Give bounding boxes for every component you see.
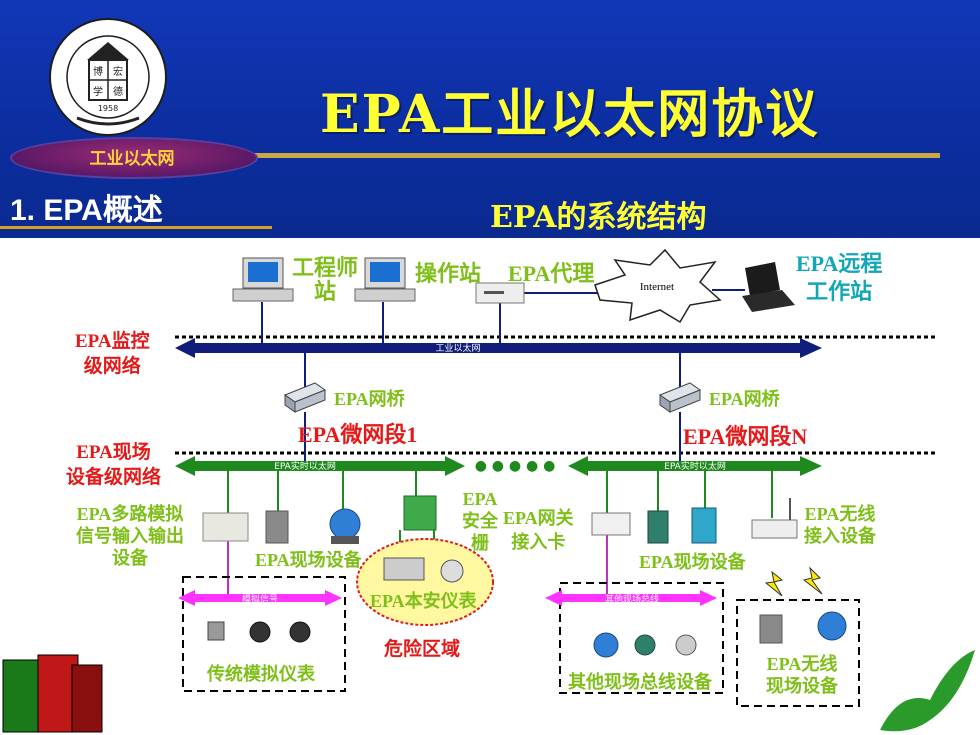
traditional-instruments-box [182,576,346,692]
safety-barrier-device [403,495,437,531]
field-device-right-2 [691,507,717,544]
fieldbus-arrow [545,590,717,606]
danger-zone-label: 危险区域 [384,639,461,660]
engineer-station-label: 工程师 站 [292,255,359,304]
field-level-label: EPA现场 设备级网络 [66,442,162,488]
wireless-access-label: EPA无线 接入设备 [804,504,876,546]
wireless-signal-icon-2 [802,566,823,595]
logo-year: 1958 [98,104,118,113]
gateway-card-device [591,512,631,536]
section-underline [0,226,272,229]
rt-ethernet-label-1: EPA实时以太网 [274,460,336,472]
bridge-left-label: EPA网桥 [334,389,405,409]
traditional-instruments-label: 传统模拟仪表 [207,664,315,684]
remote-station-label: EPA远程 工作站 [796,251,883,304]
internet-cloud [594,248,722,324]
segment-1-label: EPA微网段1 [298,422,418,447]
field-device-left-label: EPA现场设备 [255,550,362,570]
bridge-left-device [283,382,327,413]
operator-station-pc [354,257,416,302]
badge-label: 工业以太网 [89,149,175,169]
logo-char-4: 德 [113,85,123,98]
intrinsic-instrument-2 [440,559,464,583]
logo-char-3: 学 [93,85,103,98]
logo-char-2: 宏 [113,65,123,78]
safety-barrier-label: EPA 安全 栅 [462,489,498,553]
field-device-left-1 [265,510,289,544]
remote-laptop [742,262,795,312]
other-fieldbus-devices-label: 其他现场总线设备 [568,672,712,692]
rt-ethernet-arrow-1 [175,456,465,476]
wireless-access-device [751,498,798,539]
wireless-instrument-1 [759,614,783,644]
badge-oval [10,137,258,179]
title-underline [240,153,940,158]
other-fieldbus-box [559,582,724,694]
operator-station-label: 操作站 [415,261,482,286]
epa-proxy-device [475,282,525,304]
field-device-right-1 [647,510,669,544]
segment-n-label: EPA微网段N [683,424,808,449]
traditional-instrument-2 [249,621,271,643]
wireless-field-box [736,599,860,707]
university-logo: 博 宏 学 德 1958 [47,16,169,138]
rt-ethernet-label-n: EPA实时以太网 [664,460,726,472]
multi-io-module [202,512,249,542]
fieldbus-instrument-2 [634,634,656,656]
bridge-right-device [658,382,702,413]
proxy-label: EPA代理 [508,261,595,286]
internet-label: Internet [640,281,674,293]
fieldbus-label: 其他现场总线 [605,593,659,605]
logo-char-1: 博 [93,65,103,78]
intrinsic-instrument-1 [383,557,425,581]
engineer-station-pc [232,257,294,302]
field-device-right-label: EPA现场设备 [639,552,746,572]
segment-ellipsis: ● ● ● ● ● [475,458,556,474]
fieldbus-instrument-1 [593,632,619,658]
multi-io-label: EPA多路模拟 信号输入输出 设备 [76,504,184,568]
wireless-signal-icon-1 [764,570,784,597]
monitor-ethernet-label: 工业以太网 [435,342,480,354]
wireless-field-label: EPA无线 现场设备 [766,654,838,696]
fieldbus-instrument-3 [675,634,697,656]
analog-signal-arrow [178,590,342,606]
analog-signal-label: 模拟信号 [242,593,278,605]
wireless-instrument-2 [817,611,847,641]
header-background [0,0,980,238]
diagram-subtitle: EPA的系统结构 [490,200,707,235]
gateway-label: EPA网关 接入卡 [503,508,574,552]
books-decoration [2,654,103,733]
intrinsic-safety-label: EPA本安仪表 [370,591,477,611]
monitor-ethernet-arrow [175,338,822,358]
leaf-decoration [880,650,975,732]
bridge-right-label: EPA网桥 [709,389,780,409]
section-heading: 1. EPA概述 [10,194,163,227]
traditional-instrument-1 [207,621,225,641]
field-device-left-2 [329,508,361,544]
monitor-level-label: EPA监控 级网络 [75,331,150,377]
rt-ethernet-arrow-n [568,456,822,476]
traditional-instrument-3 [289,621,311,643]
page-title: EPA工业以太网协议 [320,84,820,145]
